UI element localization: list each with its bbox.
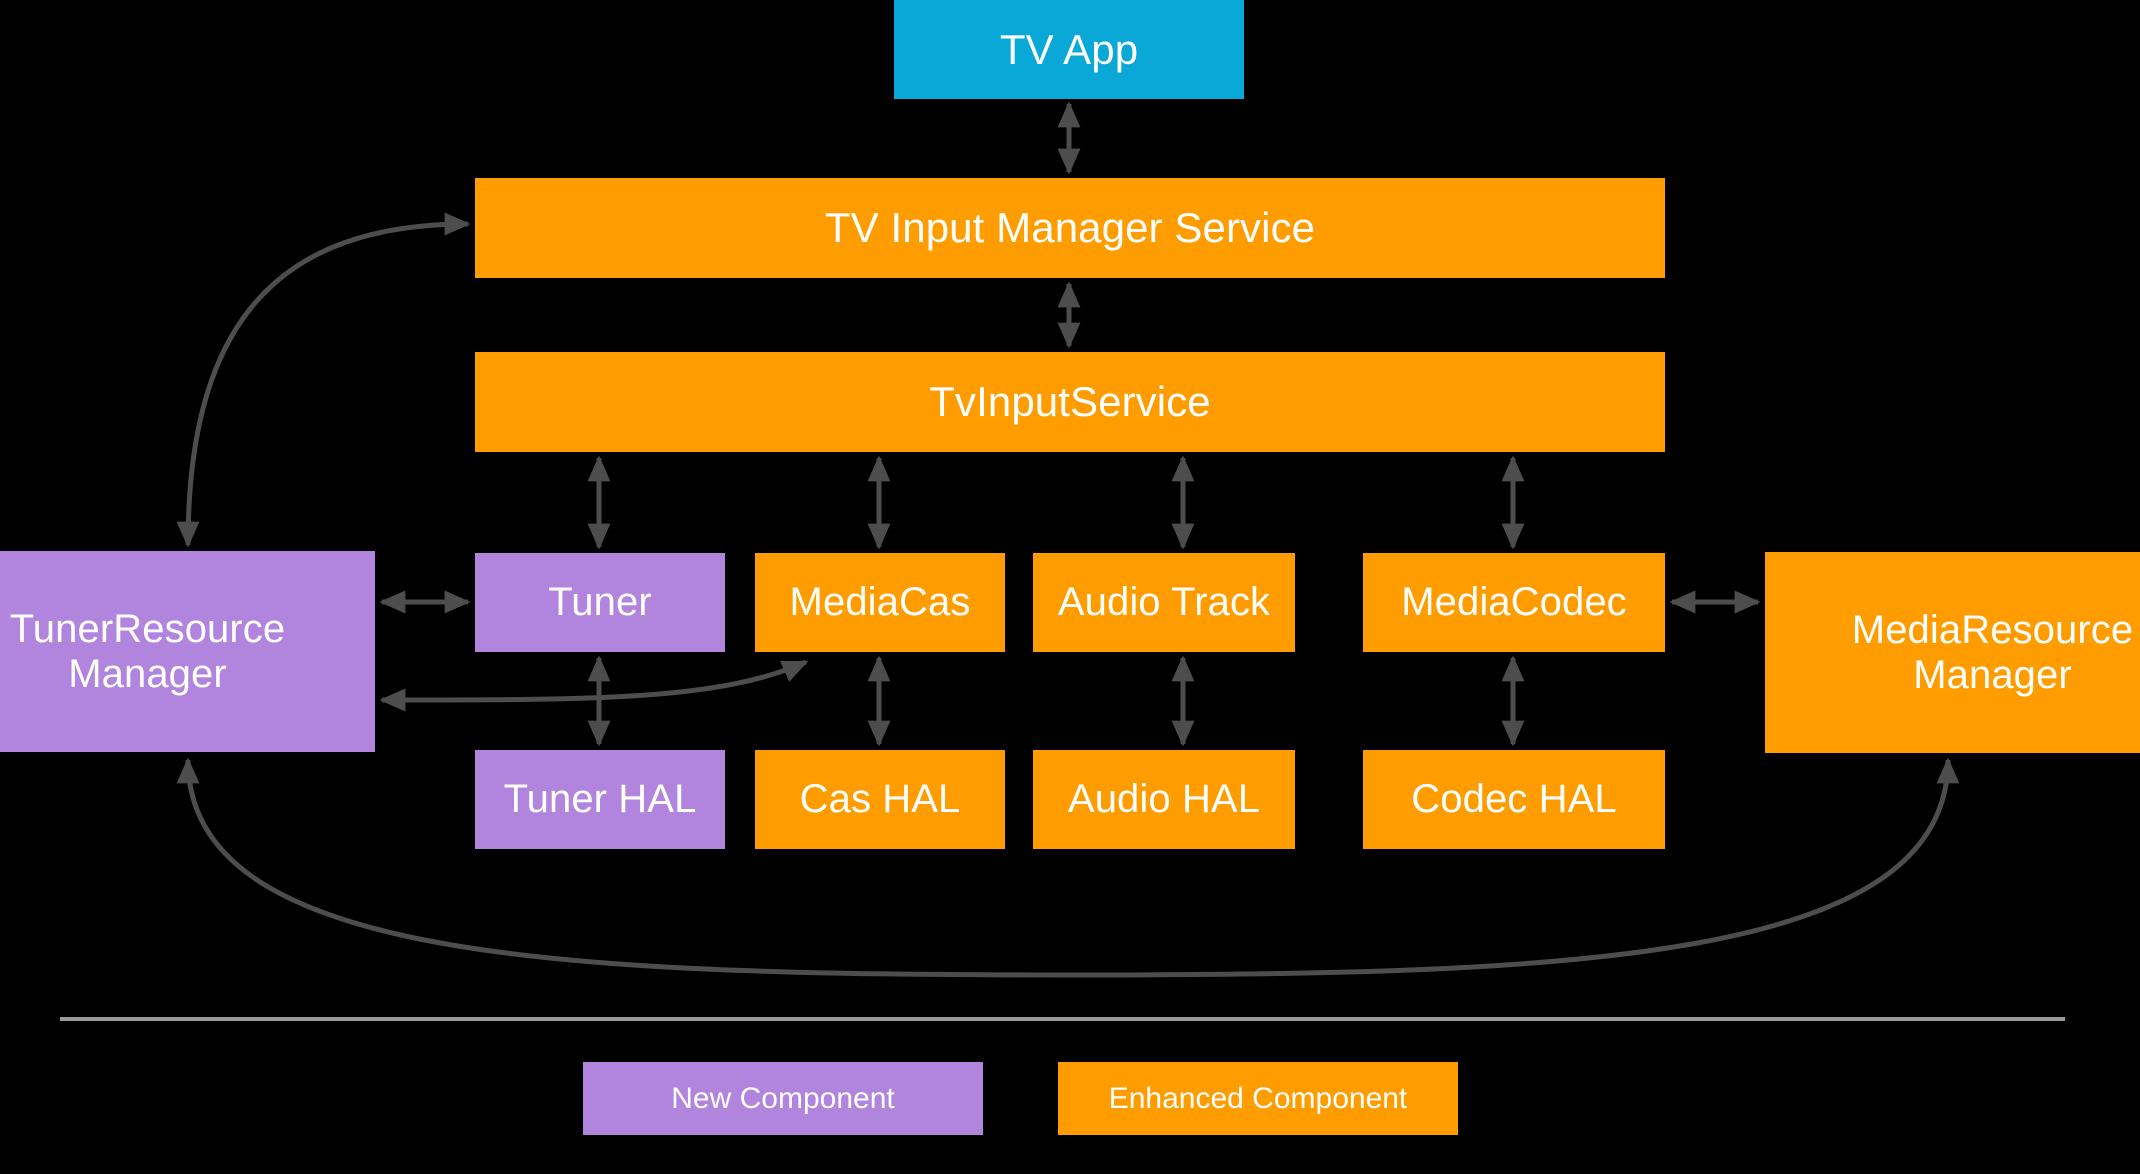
node-tv-input-manager-service[interactable]: TV Input Manager Service [475,178,1665,278]
node-audio-track[interactable]: Audio Track [1033,553,1295,652]
node-cas-hal[interactable]: Cas HAL [755,750,1005,849]
node-media-resource-manager[interactable]: MediaResource Manager [1765,552,2140,753]
node-codec-hal[interactable]: Codec HAL [1363,750,1665,849]
node-tv-app[interactable]: TV App [894,0,1244,99]
legend-divider [60,1017,2065,1021]
node-media-codec[interactable]: MediaCodec [1363,553,1665,652]
node-media-cas[interactable]: MediaCas [755,553,1005,652]
legend-item-new-component: New Component [583,1062,983,1135]
node-tuner-hal[interactable]: Tuner HAL [475,750,725,849]
node-tuner[interactable]: Tuner [475,553,725,652]
edge-tunerresourcemanager-to-tvinputmanagerservice [176,212,471,548]
node-tuner-resource-manager[interactable]: TunerResource Manager [0,551,375,752]
node-audio-hal[interactable]: Audio HAL [1033,750,1295,849]
node-tv-input-service[interactable]: TvInputService [475,352,1665,452]
edge-mediacas-to-tunerresourcemanager [379,659,809,712]
legend-item-enhanced-component: Enhanced Component [1058,1062,1458,1135]
